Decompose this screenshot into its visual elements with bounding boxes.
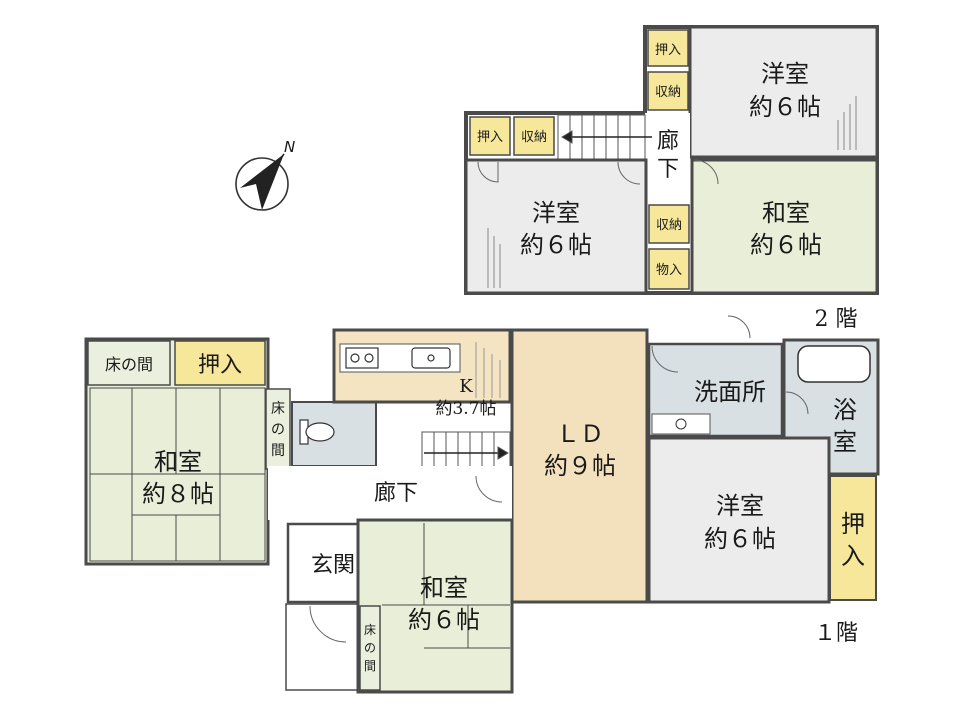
western-left-size: 約６帖: [520, 231, 592, 259]
bathtub-icon: [797, 345, 871, 383]
tokonoma-v-l1: 床: [271, 401, 285, 417]
room-western-first: [647, 436, 831, 604]
shuno-top-label: 収納: [655, 85, 681, 100]
compass-north-label: N: [284, 138, 295, 156]
tokonoma-vertical: [265, 388, 291, 470]
stove-icon: [345, 347, 379, 369]
shuno-left-label: 収納: [521, 130, 547, 145]
door-swing-icon: [651, 345, 679, 373]
second-floor: 洋室 約６帖 押入 収納 廊 下 押入 収納: [464, 25, 879, 332]
tatami-lines: [89, 387, 266, 562]
bath-l2: 室: [833, 428, 857, 456]
storage-oshiire-left: [469, 116, 511, 156]
hallway-second-l2: 下: [657, 157, 679, 182]
door-swing-icon: [727, 315, 751, 339]
japanese-second-size: 約６帖: [750, 231, 822, 259]
room-ld: [510, 328, 649, 604]
compass: N: [235, 138, 295, 211]
hallway-second: [645, 113, 690, 193]
hallway-second-l1: 廊: [657, 129, 679, 154]
oshiire-left-label: 押入: [477, 130, 503, 145]
door-swing-icon: [785, 391, 809, 415]
hallway-first-name: 廊下: [374, 481, 418, 506]
stairs-arrow-icon: [561, 130, 573, 144]
porch: [285, 603, 359, 691]
tokonoma-v2-l3: 間: [364, 659, 376, 673]
kitchen-counter: [339, 343, 461, 373]
storage-oshiire-top: [647, 29, 689, 67]
door-swing-icon: [309, 605, 347, 643]
oshiire-v-l1: 押: [841, 510, 865, 538]
shuno-mid-label: 収納: [656, 218, 682, 233]
first-floor-label: １階: [814, 621, 858, 646]
stairs-arrow-icon: [497, 446, 509, 460]
western-first-size: 約６帖: [704, 525, 776, 553]
japanese-6-size: 約６帖: [408, 606, 480, 634]
bath-l1: 浴: [833, 396, 857, 424]
japanese-second-name: 和室: [762, 199, 810, 227]
kitchen-size: 約3.7帖: [435, 399, 496, 419]
western-left-name: 洋室: [532, 199, 580, 227]
ld-size: 約９帖: [544, 452, 616, 480]
wash-basin: [651, 413, 711, 435]
room-japanese-second: [690, 158, 879, 295]
japanese-8-size: 約８帖: [142, 480, 214, 508]
western-top-size: 約６帖: [749, 93, 821, 121]
stairs-second: [557, 114, 652, 160]
first-floor: 床の間 押入 和室 約８帖 床 の 間 K 約3.7帖: [84, 315, 880, 694]
storage-shuno-top: [647, 71, 689, 111]
kitchen-name: K: [459, 376, 473, 397]
door-swing-icon: [693, 159, 719, 185]
tokonoma-label: 床の間: [105, 355, 153, 374]
storage-shuno-left: [513, 116, 555, 156]
second-floor-label: 2 階: [815, 307, 858, 332]
tatami-lines: [382, 523, 510, 649]
door-swing-icon: [617, 161, 641, 185]
storage-shuno-mid: [648, 204, 690, 244]
toilet-icon: [299, 419, 335, 445]
storage-oshiire-1f: [174, 340, 266, 386]
storage-oshiire-vertical: [829, 475, 877, 601]
japanese-8-name: 和室: [154, 448, 202, 476]
entrance-name: 玄関: [311, 553, 355, 578]
tokonoma-vertical-2: [359, 605, 381, 691]
tokonoma-alcove: [87, 340, 171, 386]
room-japanese-6: [356, 518, 514, 694]
tokonoma-v2-l2: の: [364, 641, 376, 655]
western-top-name: 洋室: [761, 60, 809, 88]
tokonoma-v-l2: の: [271, 422, 285, 438]
japanese-6-name: 和室: [420, 574, 468, 602]
monoire-label: 物入: [656, 263, 682, 278]
oshiire-top-label: 押入: [655, 43, 681, 58]
sink-icon: [411, 347, 451, 369]
oshiire-v-l2: 入: [841, 542, 865, 570]
ld-name: ＬＤ: [556, 420, 604, 448]
door-swing-icon: [475, 475, 503, 503]
tokonoma-v2-l1: 床: [364, 623, 376, 637]
room-western-top: [688, 25, 879, 159]
storage-monoire: [648, 248, 690, 290]
washroom-name: 洗面所: [694, 378, 766, 406]
tokonoma-v-l3: 間: [271, 443, 285, 459]
basin-icon: [675, 418, 687, 430]
oshiire-1f-label: 押入: [198, 353, 242, 378]
hallway-first: [268, 466, 512, 520]
western-first-name: 洋室: [716, 492, 764, 520]
door-swing-icon: [477, 161, 499, 183]
